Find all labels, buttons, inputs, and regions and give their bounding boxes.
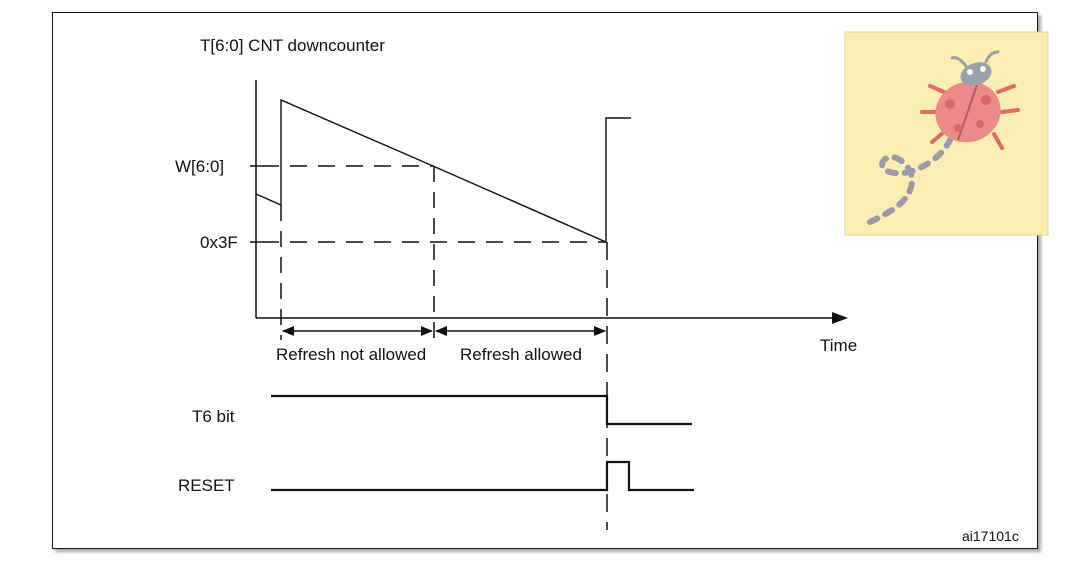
ladybug-icon [867,50,1020,225]
reset-label: RESET [178,476,235,495]
window-level-label: W[6:0] [175,157,224,176]
ladybug-sticker [844,31,1049,236]
refresh-allowed-label: Refresh allowed [460,345,582,364]
time-axis-arrowhead [832,312,848,324]
counter-title: T[6:0] CNT downcounter [200,36,385,55]
t6-bit-waveform [271,394,692,426]
time-axis-label: Time [820,336,857,355]
t6-bit-label: T6 bit [192,407,235,426]
counter-waveform [255,98,631,244]
refresh-not-allowed-label: Refresh not allowed [276,345,426,364]
reset-waveform [271,460,694,492]
threshold-level-label: 0x3F [200,233,238,252]
figure-id: ai17101c [962,528,1019,544]
